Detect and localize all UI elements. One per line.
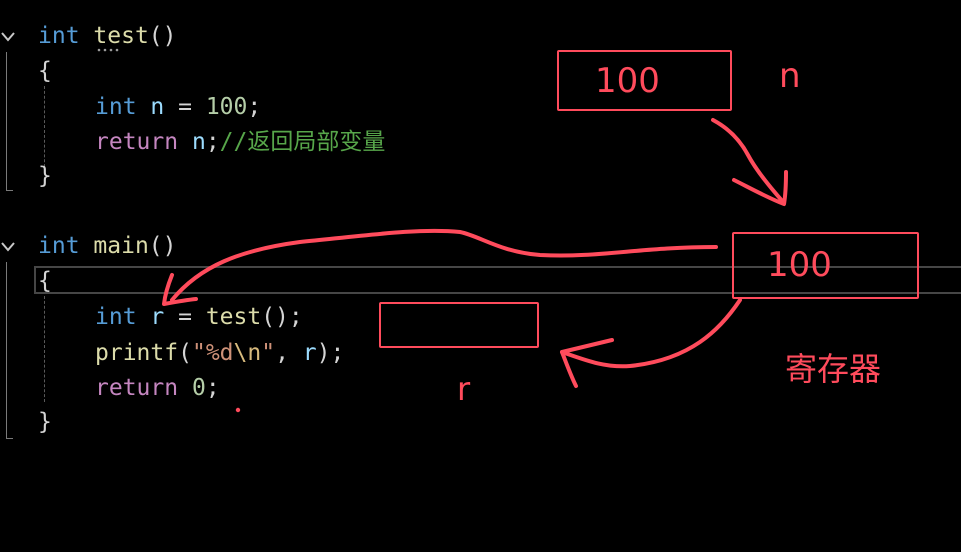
string-quote: " (261, 340, 276, 366)
arrowhead (560, 338, 614, 388)
assign-op: = (164, 94, 206, 120)
scope-bracket (6, 52, 13, 191)
keyword-return: return (95, 129, 179, 155)
semicolon: ; (205, 129, 220, 155)
code-line-test-signature[interactable]: int test() (38, 21, 177, 51)
keyword-int: int (38, 233, 80, 259)
keyword-int: int (38, 23, 80, 49)
annotation-label-r: r (457, 370, 471, 408)
annotation-value: 100 (767, 245, 832, 285)
arrowhead (732, 170, 788, 206)
close-paren: ); (316, 340, 345, 366)
variable-r: r (150, 304, 165, 330)
semicolon: ; (205, 375, 220, 401)
code-line-return-n[interactable]: return n;//返回局部变量 (95, 127, 385, 157)
code-line-main-signature[interactable]: int main() (38, 231, 177, 261)
open-paren: ( (178, 340, 192, 366)
code-line-close-brace[interactable]: } (38, 407, 52, 437)
open-brace: { (38, 268, 52, 294)
annotation-box-register: 100 (732, 232, 919, 299)
code-line-close-brace[interactable]: } (38, 161, 52, 191)
code-line-open-brace[interactable]: { (38, 266, 52, 296)
function-call-printf: printf (95, 340, 179, 366)
code-line-open-brace[interactable]: { (38, 56, 52, 86)
keyword-return: return (95, 375, 179, 401)
variable-n: n (150, 94, 165, 120)
annotation-value: 100 (595, 61, 660, 101)
annotation-label-n: n (779, 56, 801, 96)
semicolon: ; (247, 94, 262, 120)
indent-guide (44, 296, 45, 402)
close-brace: } (38, 163, 52, 189)
number-literal: 0 (191, 375, 206, 401)
variable-n: n (191, 129, 206, 155)
comma: , (275, 340, 303, 366)
function-call-test: test (205, 304, 262, 330)
annotation-box-n: 100 (557, 50, 732, 111)
parens: () (148, 23, 177, 49)
arrowhead (162, 273, 198, 306)
code-line-decl-n[interactable]: int n = 100; (95, 92, 261, 122)
function-name-test: test (93, 23, 149, 49)
format-specifier: %d (205, 340, 234, 366)
number-literal: 100 (205, 94, 248, 120)
annotation-dot (235, 407, 241, 413)
variable-r: r (302, 340, 317, 366)
annotation-label-register: 寄存器 (785, 350, 882, 388)
string-quote: " (191, 340, 206, 366)
scope-bracket (6, 262, 13, 439)
arrow-register-to-r (170, 228, 718, 302)
current-line-highlight (34, 266, 961, 294)
code-comment: //返回局部变量 (219, 129, 386, 155)
escape-sequence: \n (233, 340, 262, 366)
arrow-n-to-register (711, 118, 786, 205)
close-brace: } (38, 409, 52, 435)
arrow-register-to-box-r (560, 298, 742, 369)
code-line-return-0[interactable]: return 0; (95, 373, 220, 403)
function-name-main: main (93, 233, 149, 259)
collapse-chevron-icon[interactable] (0, 29, 16, 45)
call-tail: (); (261, 304, 303, 330)
keyword-int: int (95, 94, 137, 120)
suggestion-dots-icon (97, 48, 119, 52)
assign-op: = (164, 304, 206, 330)
code-line-printf[interactable]: printf("%d\n", r); (95, 338, 344, 368)
annotation-box-r (379, 302, 539, 348)
open-brace: { (38, 58, 52, 84)
code-line-decl-r[interactable]: int r = test(); (95, 302, 303, 332)
collapse-chevron-icon[interactable] (0, 239, 16, 255)
keyword-int: int (95, 304, 137, 330)
indent-guide (44, 86, 45, 172)
parens: () (148, 233, 177, 259)
